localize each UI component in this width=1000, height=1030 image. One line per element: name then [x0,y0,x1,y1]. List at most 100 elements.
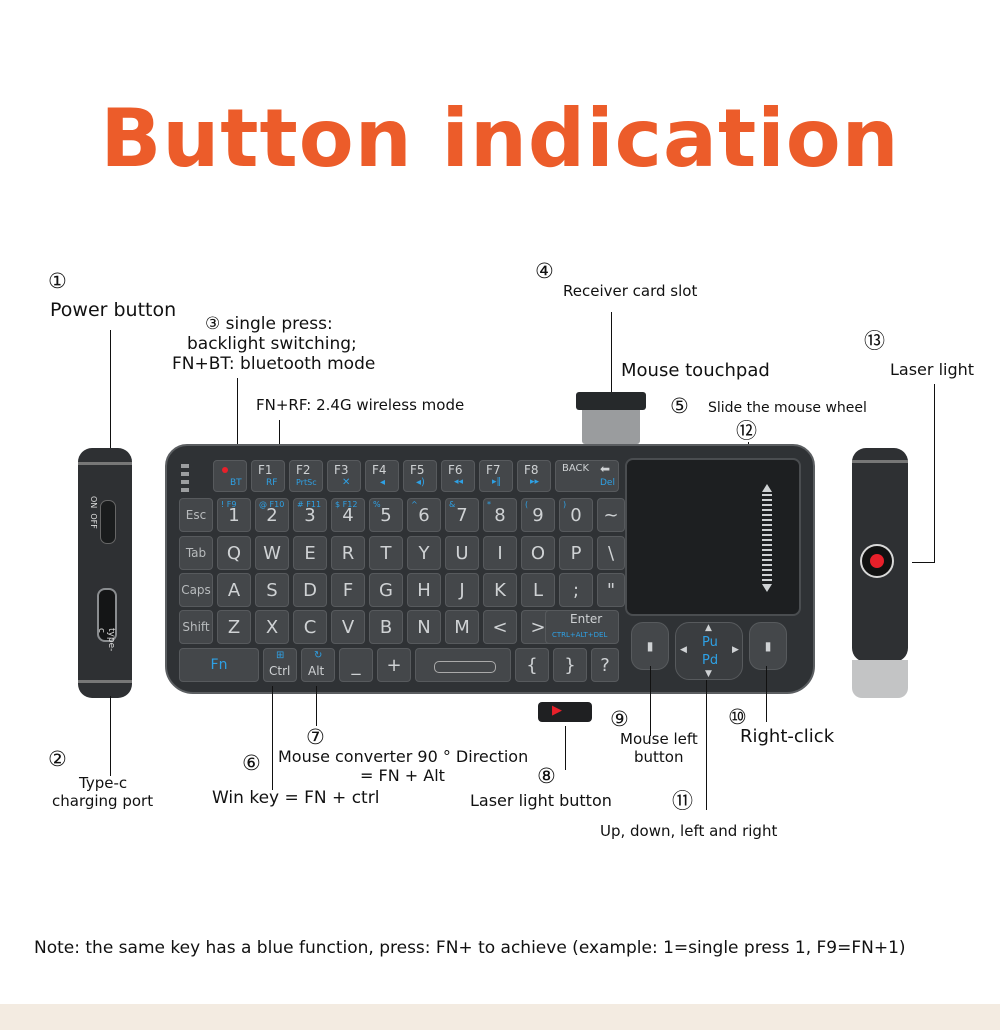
num-row-key-label-11: ~ [603,504,619,526]
key-bt[interactable]: BT [213,460,247,492]
arrow-up-icon: ▲ [705,623,712,633]
scroll-wheel-strip[interactable] [759,484,775,594]
num-row-key-10[interactable]: 0) [559,498,593,532]
a-row-key-3[interactable]: D [293,573,327,607]
num-row-key-7[interactable]: 7& [445,498,479,532]
z-row-key-4[interactable]: V [331,610,365,644]
key-ctrl[interactable]: ⊞Ctrl [263,648,297,682]
callout-line-11 [706,680,707,810]
key-brace-left-label: { [526,654,538,676]
laser-light-button[interactable]: ▶ [538,702,592,722]
win-key-label: Win key = FN + ctrl [212,788,380,808]
key-f4[interactable]: F4◂ [365,460,399,492]
key-f6[interactable]: F6◂◂ [441,460,475,492]
num-row-key-label-9: 9 [532,504,544,526]
key-alt[interactable]: ↻Alt [301,648,335,682]
num-row-key-6[interactable]: 6^ [407,498,441,532]
num-row-key-9[interactable]: 9( [521,498,555,532]
num-row-key-1[interactable]: 1! F9 [217,498,251,532]
callout-number-13: ⑬ [864,329,885,353]
key-minus[interactable]: _ [339,648,373,682]
num-row-key-label-5: 5 [380,504,392,526]
q-row-key-1[interactable]: Q [217,536,251,570]
key-brace-left[interactable]: { [515,648,549,682]
power-button-label: Power button [50,299,177,321]
num-row-key-sub-7: & [449,500,456,509]
laser-button-label: Laser light button [470,791,612,810]
key-fn[interactable]: Fn [179,648,259,682]
num-row-key-sub-10: ) [563,500,567,509]
q-row-key-label-5: T [380,542,392,564]
num-row-key-3[interactable]: 3# F11 [293,498,327,532]
key-f3[interactable]: F3✕ [327,460,361,492]
q-row-key-0[interactable]: Tab [179,536,213,570]
num-row-key-sub-1: ! F9 [221,500,237,509]
key-f3-main: F3 [334,463,349,477]
mouse-right-button[interactable]: ▮ [749,622,787,670]
a-row-key-5[interactable]: G [369,573,403,607]
direction-pad[interactable]: Pu Pd ▲ ▼ ◀ ▶ [675,622,743,680]
key-question[interactable]: ? [591,648,619,682]
q-row-key-2[interactable]: W [255,536,289,570]
key-f5[interactable]: F5◂) [403,460,437,492]
num-row-key-4[interactable]: 4$ F12 [331,498,365,532]
a-row-key-10[interactable]: ; [559,573,593,607]
q-row-key-label-0: Tab [185,546,207,560]
key-back[interactable]: BACK⬅Del [555,460,619,492]
num-row-key-label-4: 4 [342,504,354,526]
z-row-key-3[interactable]: C [293,610,327,644]
a-row-key-0[interactable]: Caps [179,573,213,607]
q-row-key-7[interactable]: U [445,536,479,570]
q-row-key-9[interactable]: O [521,536,555,570]
num-row-key-5[interactable]: 5% [369,498,403,532]
q-row-key-4[interactable]: R [331,536,365,570]
callout-number-12: ⑫ [736,419,757,443]
laser-lens [860,544,894,578]
a-row-key-label-5: G [379,579,393,601]
q-row-key-3[interactable]: E [293,536,327,570]
num-row-key-2[interactable]: 2@ F10 [255,498,289,532]
key-f8-main: F8 [524,463,539,477]
num-row-key-0[interactable]: Esc [179,498,213,532]
mouse-left-button[interactable]: ▮ [631,622,669,670]
a-row-key-11[interactable]: " [597,573,625,607]
led-indicators [181,464,189,494]
z-row-key-8[interactable]: < [483,610,517,644]
z-row-key-6[interactable]: N [407,610,441,644]
num-row-key-11[interactable]: ~ [597,498,625,532]
a-row-key-label-9: L [532,579,544,601]
q-row-key-11[interactable]: \ [597,536,625,570]
q-row-key-label-7: U [455,542,469,564]
z-row-key-7[interactable]: M [445,610,479,644]
right-click-icon: ▮ [764,639,772,653]
key-space[interactable] [415,648,511,682]
z-row-key-2[interactable]: X [255,610,289,644]
num-row-key-8[interactable]: 8* [483,498,517,532]
q-row-key-10[interactable]: P [559,536,593,570]
a-row-key-7[interactable]: J [445,573,479,607]
a-row-key-1[interactable]: A [217,573,251,607]
key-f8[interactable]: F8▸▸ [517,460,551,492]
power-switch[interactable] [100,500,116,544]
q-row-key-6[interactable]: Y [407,536,441,570]
callout-3-line3: FN+BT: bluetooth mode [172,354,376,374]
q-row-key-8[interactable]: I [483,536,517,570]
a-row-key-8[interactable]: K [483,573,517,607]
a-row-key-9[interactable]: L [521,573,555,607]
type-c-label-2: charging port [52,792,154,810]
key-plus[interactable]: + [377,648,411,682]
z-row-key-0[interactable]: Shift [179,610,213,644]
key-f2-main: F2 [296,463,311,477]
q-row-key-5[interactable]: T [369,536,403,570]
key-brace-right[interactable]: } [553,648,587,682]
key-f7[interactable]: F7▸‖ [479,460,513,492]
a-row-key-6[interactable]: H [407,573,441,607]
z-row-key-1[interactable]: Z [217,610,251,644]
a-row-key-4[interactable]: F [331,573,365,607]
a-row-key-label-11: " [606,579,616,601]
a-row-key-2[interactable]: S [255,573,289,607]
z-row-key-5[interactable]: B [369,610,403,644]
